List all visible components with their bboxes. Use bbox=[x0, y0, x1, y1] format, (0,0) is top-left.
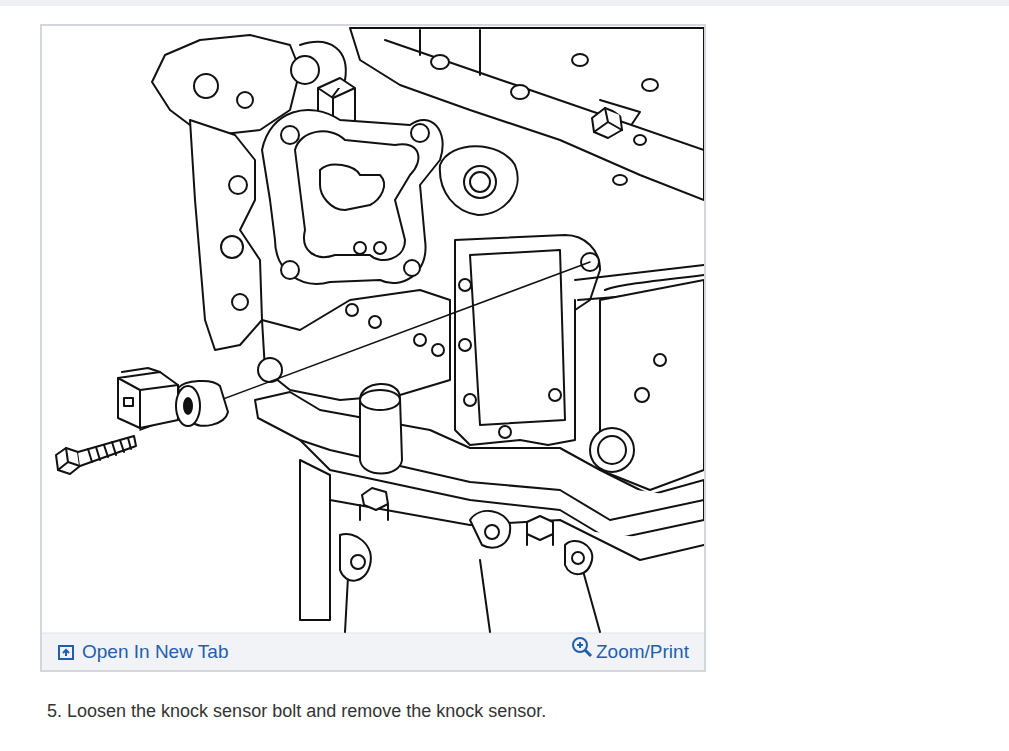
engine-block-part bbox=[362, 488, 388, 510]
knock-sensor-assembly-part bbox=[140, 262, 590, 430]
engine-block-part bbox=[485, 525, 499, 539]
engine-block-part bbox=[575, 275, 704, 320]
engine-block-part bbox=[432, 344, 444, 356]
zoom-icon bbox=[573, 638, 591, 656]
engine-block-part bbox=[221, 236, 243, 258]
zoom-print-link: Zoom/Print bbox=[596, 641, 689, 663]
engine-block bbox=[152, 28, 704, 632]
engine-block-part bbox=[565, 541, 592, 574]
engine-block-part bbox=[237, 92, 253, 108]
zoom-icon-part bbox=[573, 638, 587, 652]
knock-sensor-assembly-part bbox=[58, 448, 80, 470]
engine-block-part bbox=[360, 384, 402, 474]
engine-block-part bbox=[262, 110, 443, 284]
knock-sensor-assembly-part bbox=[118, 372, 178, 428]
engine-block-part bbox=[470, 172, 490, 192]
figure-toolbar bbox=[42, 633, 704, 670]
engine-block-part bbox=[281, 261, 299, 279]
engine-block-part bbox=[654, 354, 666, 366]
engine-block-part bbox=[360, 390, 400, 410]
engine-block-part bbox=[527, 516, 553, 540]
knock-sensor-assembly bbox=[56, 262, 590, 474]
engine-block-part bbox=[340, 534, 371, 581]
engine-block-part bbox=[369, 316, 381, 328]
engine-block-part bbox=[281, 126, 299, 144]
engine-block-part bbox=[194, 74, 218, 98]
engine-block-part bbox=[572, 552, 584, 564]
engine-block-part bbox=[464, 166, 496, 198]
engine-block-part bbox=[411, 124, 429, 142]
engine-block-part bbox=[345, 540, 600, 632]
knock-sensor-assembly-part bbox=[124, 398, 133, 406]
figure-caption: 5. Loosen the knock sensor bolt and remo… bbox=[47, 700, 546, 722]
engine-block-part bbox=[414, 334, 426, 346]
knock-sensor-assembly-part bbox=[78, 436, 136, 466]
engine-block-part bbox=[360, 505, 553, 545]
open-tab-icon bbox=[59, 646, 73, 659]
engine-block-part bbox=[354, 242, 366, 254]
knock-sensor-assembly-part bbox=[56, 448, 80, 474]
engine-block-part bbox=[351, 555, 365, 569]
engine-block-part bbox=[590, 428, 634, 472]
engine-block-part bbox=[232, 294, 248, 310]
knock-sensor-assembly-part bbox=[118, 378, 178, 428]
engine-block-part bbox=[459, 279, 471, 291]
engine-block-part bbox=[346, 304, 358, 316]
engine-block-part bbox=[598, 436, 626, 464]
open-tab-icon-part bbox=[63, 650, 69, 656]
top-bar bbox=[0, 0, 1009, 6]
engine-block-part bbox=[459, 339, 471, 351]
engine-block-part bbox=[635, 388, 649, 402]
knock-sensor-assembly-part bbox=[184, 398, 192, 414]
engine-block-part bbox=[642, 79, 658, 91]
open-tab-icon-part bbox=[59, 646, 73, 659]
engine-block-part bbox=[499, 426, 511, 438]
engine-block-part bbox=[262, 290, 450, 400]
engine-block-part bbox=[431, 55, 449, 69]
engine-block-part bbox=[374, 242, 386, 254]
engine-block-part bbox=[600, 100, 640, 124]
engine-block-part bbox=[330, 500, 704, 560]
toolbar-border bbox=[42, 633, 704, 634]
knock-sensor-assembly-part bbox=[176, 386, 200, 426]
knock-sensor-assembly-part bbox=[122, 368, 160, 372]
engine-block-part bbox=[470, 511, 510, 548]
engine-block-part bbox=[295, 131, 418, 260]
engine-block-part bbox=[440, 146, 518, 215]
engine-block-part bbox=[291, 56, 319, 84]
engine-block-part bbox=[464, 394, 476, 406]
open-tab-link: Open In New Tab bbox=[82, 641, 228, 663]
engine-block-part bbox=[404, 260, 420, 276]
engine-block-part bbox=[613, 175, 627, 185]
engine-block-part bbox=[190, 120, 262, 350]
engine-block-part bbox=[549, 389, 561, 401]
figure-frame bbox=[41, 25, 705, 671]
engine-block-part bbox=[229, 176, 247, 194]
engine-block-part bbox=[634, 135, 646, 145]
engine-block-part bbox=[511, 85, 529, 99]
engine-block-part bbox=[420, 30, 480, 75]
zoom-icon-part bbox=[585, 650, 591, 656]
engine-block-part bbox=[300, 460, 330, 620]
zoom-icon-part bbox=[577, 642, 583, 648]
knock-sensor-assembly-part bbox=[88, 438, 131, 462]
engine-block-part bbox=[572, 54, 588, 66]
engine-block-part bbox=[320, 165, 384, 210]
